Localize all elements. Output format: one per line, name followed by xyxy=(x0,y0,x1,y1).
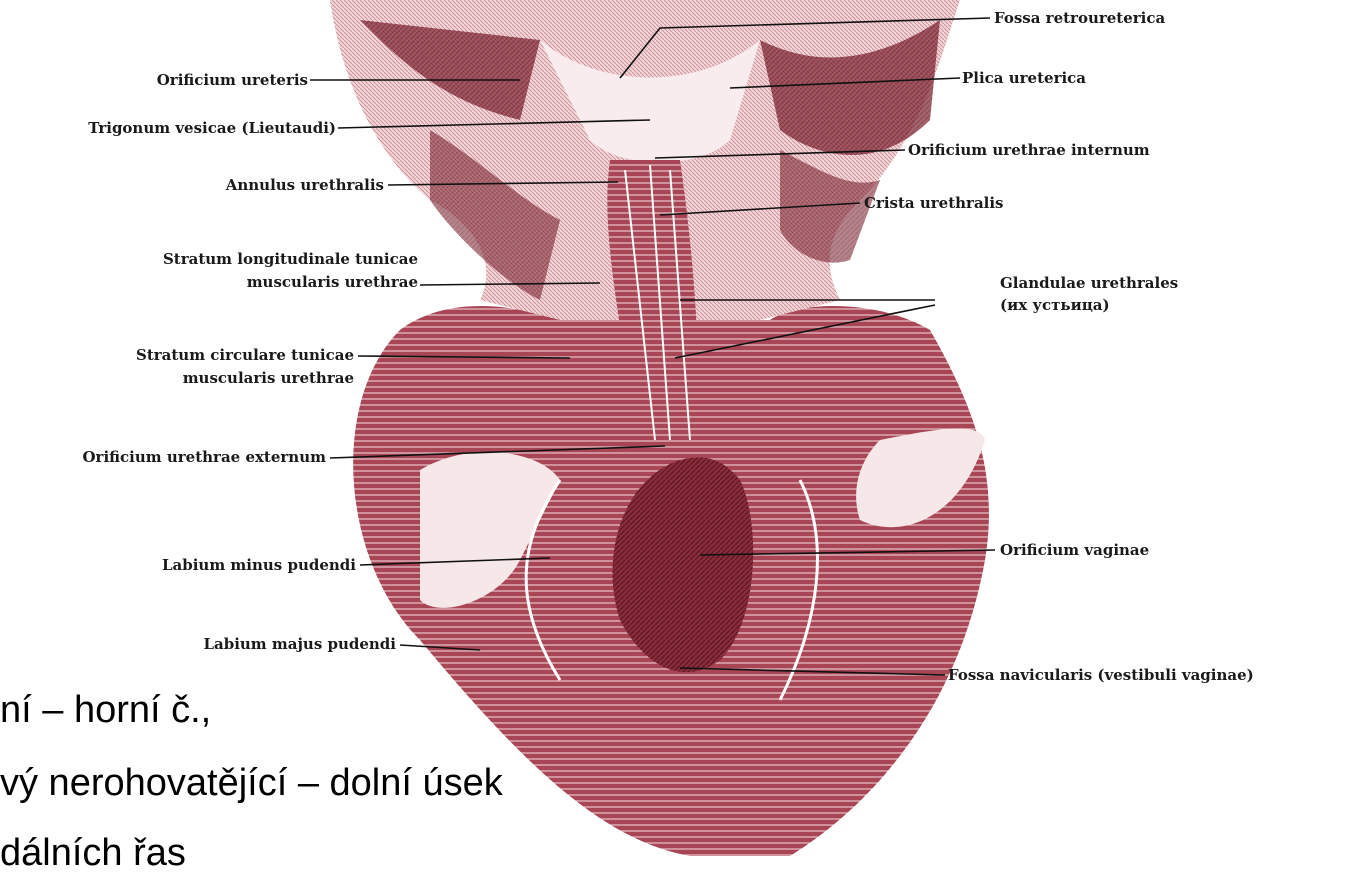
label-orificium-urethrae-internum: Orificium urethrae internum xyxy=(908,141,1150,159)
label-fossa-navicularis: Fossa navicularis (vestibuli vaginae) xyxy=(948,666,1254,684)
label-stratum-circulare-line1: Stratum circulare tunicae xyxy=(136,346,354,364)
label-orificium-ureteris: Orificium ureteris xyxy=(157,71,308,89)
slide-text-line-2: vý nerohovatějící – dolní úsek xyxy=(0,760,503,806)
label-stratum-longitudinale-line1: Stratum longitudinale tunicae xyxy=(163,250,418,268)
label-orificium-vaginae: Orificium vaginae xyxy=(1000,541,1149,559)
label-fossa-retroureterica: Fossa retroureterica xyxy=(994,9,1166,27)
label-glandulae-urethrales-line2: (их устьица) xyxy=(1000,296,1110,314)
label-annulus-urethralis: Annulus urethralis xyxy=(225,176,384,194)
label-orificium-urethrae-externum: Orificium urethrae externum xyxy=(82,448,326,466)
label-trigonum-vesicae: Trigonum vesicae (Lieutaudi) xyxy=(88,119,336,137)
label-stratum-circulare-line2: muscularis urethrae xyxy=(183,369,354,387)
label-crista-urethralis: Crista urethralis xyxy=(864,194,1004,212)
label-stratum-longitudinale-line2: muscularis urethrae xyxy=(247,273,418,291)
label-glandulae-urethrales-line1: Glandulae urethrales xyxy=(1000,274,1178,292)
label-plica-ureterica: Plica ureterica xyxy=(962,69,1086,87)
label-labium-majus-pudendi: Labium majus pudendi xyxy=(203,635,396,653)
anatomy-drawing xyxy=(330,0,989,856)
slide-text-line-3: dálních řas xyxy=(0,830,186,876)
slide-text-line-1: ní – horní č., xyxy=(0,687,211,733)
label-labium-minus-pudendi: Labium minus pudendi xyxy=(162,556,356,574)
